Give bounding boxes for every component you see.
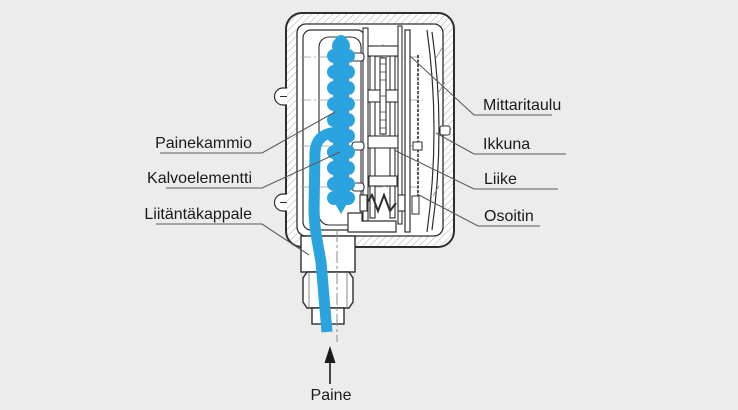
spring: [359, 192, 406, 214]
leader-mittaritaulu: [409, 55, 552, 116]
label-painekammio: Painekammio: [155, 135, 252, 152]
leader-kalvoelementti: [166, 151, 341, 189]
label-paine: Paine: [310, 387, 352, 404]
label-ikkuna: Ikkuna: [483, 136, 531, 153]
label-liitantakappale: Liitäntäkappale: [144, 206, 252, 223]
movement-mechanism: [301, 25, 423, 233]
leader-painekammio: [160, 111, 336, 154]
window-glass: [426, 29, 451, 233]
leader-liitantakappale: [156, 223, 310, 256]
label-osoitin: Osoitin: [484, 208, 534, 225]
label-liike: Liike: [484, 171, 517, 188]
pressure-arrow-icon: [324, 346, 336, 384]
leader-ikkuna: [435, 132, 566, 155]
window-clip: [439, 125, 451, 136]
leader-lines: [156, 55, 566, 256]
case-screw-bottom: [273, 193, 287, 212]
label-kalvoelementti: Kalvoelementti: [147, 170, 252, 187]
diaphragm-element: [327, 35, 355, 214]
leader-osoitin: [416, 193, 540, 227]
support-bracket: [347, 212, 397, 233]
leader-liike: [393, 149, 558, 190]
case-screw-top: [273, 87, 287, 106]
adjusting-rod: [379, 57, 387, 135]
label-mittaritaulu: Mittaritaulu: [483, 97, 562, 114]
inlet-tube: [308, 126, 342, 333]
pointer: [411, 55, 423, 215]
front-plate: [397, 25, 403, 225]
dial-plate: [404, 29, 411, 233]
